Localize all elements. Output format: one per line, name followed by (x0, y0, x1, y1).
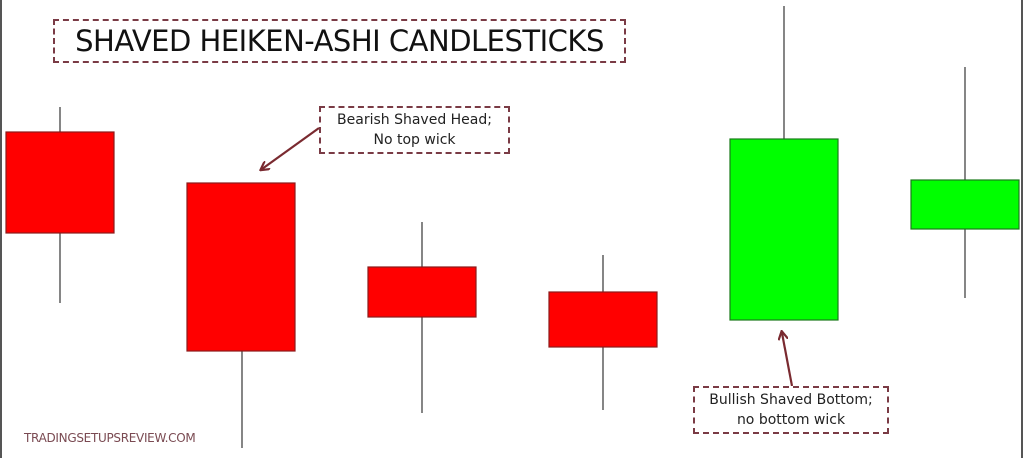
candle-body (186, 182, 296, 352)
callout-bearish-shaved-head: Bearish Shaved Head; No top wick (319, 106, 510, 154)
callout-bearish-line2: No top wick (373, 132, 456, 148)
candle-2-bearish (186, 182, 296, 448)
candle-body (910, 179, 1020, 230)
candle-4-bearish (548, 255, 658, 410)
callout-bullish-shaved-bottom: Bullish Shaved Bottom; no bottom wick (693, 386, 889, 434)
candle-body (367, 266, 477, 318)
watermark: TRADINGSETUPSREVIEW.COM (24, 431, 196, 445)
candle-1-bearish (5, 107, 115, 303)
right-border (1021, 0, 1023, 458)
candle-body (5, 131, 115, 234)
callout-bearish-line1: Bearish Shaved Head; (337, 112, 492, 128)
annotation-arrows (262, 127, 794, 387)
candle-body (548, 291, 658, 348)
candle-6-bullish (910, 67, 1020, 298)
annotation-arrow-2 (782, 333, 794, 387)
callout-bullish-line1: Bullish Shaved Bottom; (709, 392, 873, 408)
candle-body (729, 138, 839, 321)
annotation-arrow-1 (262, 127, 320, 169)
callout-bullish-line2: no bottom wick (736, 412, 846, 428)
candle-5-bullish (729, 6, 839, 321)
title-box: SHAVED HEIKEN-ASHI CANDLESTICKS (53, 19, 626, 63)
candle-3-bearish (367, 222, 477, 413)
chart-title: SHAVED HEIKEN-ASHI CANDLESTICKS (75, 24, 604, 58)
candles (5, 6, 1020, 448)
left-border (0, 0, 2, 458)
